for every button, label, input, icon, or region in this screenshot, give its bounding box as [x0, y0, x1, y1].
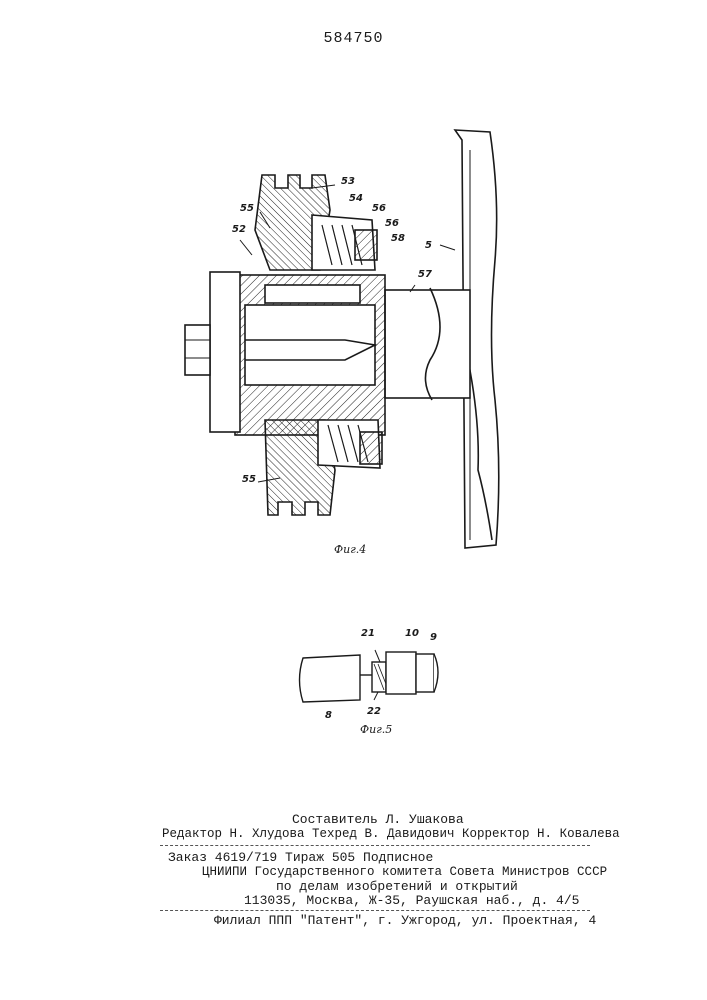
- label-55-bottom: 55: [242, 474, 256, 485]
- compiler-line: Составитель Л. Ушакова: [292, 812, 464, 827]
- label-9: 9: [430, 632, 437, 643]
- label-56-a: 56: [372, 203, 386, 214]
- divider-2: [160, 910, 590, 911]
- label-56-b: 56: [385, 218, 399, 229]
- label-22: 22: [367, 706, 381, 717]
- figure5-caption: Фиг.5: [360, 723, 392, 736]
- affairs-line: по делам изобретений и открытий: [276, 879, 518, 894]
- branch-line: Филиал ППП "Патент", г. Ужгород, ул. Про…: [214, 913, 596, 928]
- divider-1: [160, 845, 590, 846]
- label-8: 8: [325, 710, 332, 721]
- figure5-drawing: [300, 650, 439, 702]
- figure4-caption: Фиг.4: [334, 543, 366, 556]
- label-21: 21: [361, 628, 375, 639]
- label-58: 58: [391, 233, 405, 244]
- institute-line: ЦНИИПИ Государственного комитета Совета …: [202, 865, 607, 879]
- order-line: Заказ 4619/719 Тираж 505 Подписное: [168, 850, 433, 865]
- figure4-drawing: [185, 130, 499, 548]
- label-52: 52: [232, 224, 246, 235]
- label-5: 5: [425, 240, 432, 251]
- label-57: 57: [418, 269, 432, 280]
- address-line: 113035, Москва, Ж-35, Раушская наб., д. …: [244, 893, 579, 908]
- label-10: 10: [405, 628, 419, 639]
- label-55-top: 55: [240, 203, 254, 214]
- label-53: 53: [341, 176, 355, 187]
- editors-line: Редактор Н. Хлудова Техред В. Давидович …: [162, 827, 620, 841]
- label-54: 54: [349, 193, 363, 204]
